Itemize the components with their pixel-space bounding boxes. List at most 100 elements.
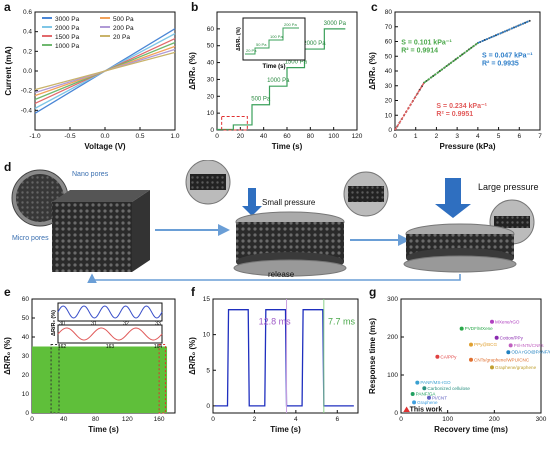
fit-sensitivity: S = 0.047 kPa⁻¹: [482, 53, 533, 60]
y-tick-label: 80: [385, 9, 393, 16]
x-tick-label: 4: [476, 133, 480, 140]
x-tick-label: 120: [352, 133, 363, 140]
inset-step-label: 200 Pa: [284, 22, 297, 27]
y-axis-label: Current (mA): [4, 46, 13, 96]
inset-y-label: ΔR/R₀ (%): [236, 27, 242, 51]
point-label: PI/HNTs/CNFs: [514, 343, 545, 348]
data-point: [506, 350, 511, 355]
inset-step-label: 50 Pa: [256, 42, 267, 47]
point-label: MXene/rGO: [495, 319, 520, 324]
inset-top-tick: 33: [155, 321, 161, 327]
y-tick-label: 300: [387, 296, 398, 303]
data-point: [410, 392, 415, 396]
nano-pores-label: Nano pores: [72, 171, 109, 178]
pulse-series: [215, 309, 354, 407]
inset-step-label: 20 Pa: [246, 48, 257, 53]
zoom-box-2: [158, 344, 166, 414]
y-tick-label: 10: [203, 332, 211, 339]
release-arrow: [87, 273, 461, 283]
point-label: CA/PPy: [440, 354, 457, 359]
inset-y-label: ΔR/R₀ (%): [51, 310, 57, 336]
x-tick-label: 0: [211, 416, 215, 423]
micro-pores-label: Micro pores: [12, 235, 49, 242]
y-tick-label: 0: [394, 410, 398, 417]
point-label: PI/CNT: [432, 395, 447, 400]
x-axis-label: Time (s): [270, 425, 301, 434]
y-tick-label: 20: [385, 98, 393, 105]
x-tick-label: 0.0: [100, 133, 109, 140]
zoom-box-1: [50, 344, 60, 414]
y-tick-label: 100: [387, 372, 398, 379]
x-tick-label: 0.5: [135, 133, 144, 140]
point-label: PANF/MS-rGO: [420, 380, 451, 385]
x-tick-label: 40: [260, 133, 268, 140]
y-axis-label: ΔR/R₀ (%): [3, 337, 12, 375]
inset-top-wave: [57, 305, 163, 319]
point-label: PVDF/MXene: [465, 326, 494, 331]
legend-label: 200 Pa: [113, 25, 134, 32]
inset-step-label: 100 Pa: [270, 34, 283, 39]
y-tick-label: 15: [203, 296, 211, 303]
x-tick-label: 7: [538, 133, 542, 140]
data-point: [403, 406, 410, 412]
inset-bottom-wave: [57, 327, 163, 341]
small-pressure-arrow: [248, 188, 256, 206]
inset-frame: [242, 17, 306, 61]
panel-e-label: e: [4, 285, 11, 299]
plot-frame: [400, 298, 542, 414]
y-tick-label: 0.4: [23, 29, 32, 36]
data-point: [415, 380, 420, 385]
x-tick-label: -0.5: [64, 133, 76, 140]
point-label: Graphene: [417, 400, 438, 405]
inset-step-series: [245, 27, 299, 55]
y-tick-label: 20: [22, 372, 30, 379]
step-label: 1500 Pa: [285, 60, 308, 66]
step-label: 1000 Pa: [267, 78, 290, 84]
y-tick-label: 0.2: [23, 48, 32, 55]
data-point: [459, 326, 464, 331]
step-label: 500 Pa: [251, 97, 271, 103]
y-tick-label: 10: [207, 110, 215, 117]
y-tick-label: 0: [25, 410, 29, 417]
x-tick-label: 6: [335, 416, 339, 423]
point-label: CNTs/graphene/WPU/CNC: [474, 357, 530, 362]
y-tick-label: 40: [22, 334, 30, 341]
point-label: Carbonized cellulose: [427, 386, 470, 391]
legend-label: 20 Pa: [113, 34, 130, 41]
y-axis-label: ΔR/R₀ (%): [188, 52, 197, 90]
fit-r2: R² = 0.9914: [401, 47, 438, 54]
y-axis-label: Response time (ms): [368, 318, 377, 394]
y-tick-label: 50: [385, 53, 393, 60]
y-tick-label: 60: [385, 39, 393, 46]
point-label: Graphene/graphene: [495, 365, 537, 370]
x-axis-label: Voltage (V): [84, 142, 126, 151]
x-tick-label: 2: [253, 416, 257, 423]
y-tick-label: 10: [385, 112, 393, 119]
point-label: ODA rGO@PANF/CNT: [511, 350, 550, 355]
y-axis-label: ΔR/R₀ (%): [368, 52, 377, 90]
y-tick-label: 5: [206, 367, 210, 374]
panel-g-label: g: [369, 285, 377, 299]
step-series: [217, 28, 346, 131]
y-tick-label: 50: [22, 315, 30, 322]
recovery-time-label: 7.7 ms: [328, 317, 356, 327]
large-pressure-label-1: Large pressure: [478, 182, 539, 192]
y-tick-label: 0.0: [23, 68, 32, 75]
point-label: PPy@BCG: [474, 342, 497, 347]
x-tick-label: 4: [294, 416, 298, 423]
data-point: [469, 357, 473, 362]
data-point: [494, 335, 499, 340]
y-tick-label: 60: [22, 296, 30, 303]
inset-top-tick: 32: [123, 321, 129, 327]
release-label: release: [268, 270, 295, 279]
inset-bottom-tick: 164: [154, 344, 163, 350]
x-tick-label: 160: [154, 416, 165, 423]
schematic-d: Nano pores Micro pores Small pressure: [11, 159, 539, 283]
